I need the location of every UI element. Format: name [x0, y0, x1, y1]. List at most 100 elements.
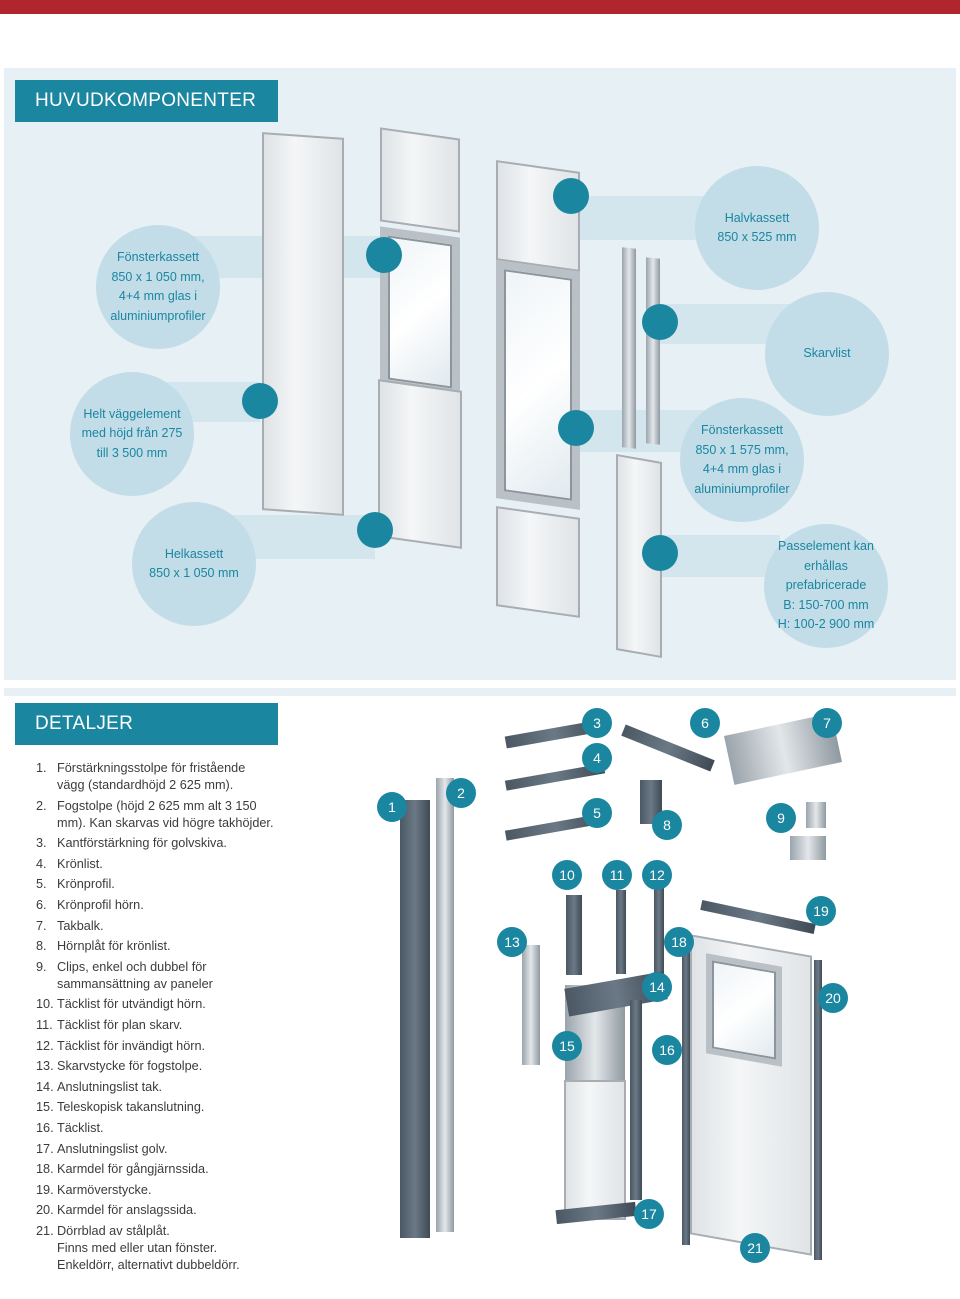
details-list: 1. Förstärkningsstolpe för fristående väg… [36, 760, 326, 1277]
callout-11: 11 [602, 860, 632, 890]
detail-item: 15.Teleskopisk takanslutning. [36, 1099, 326, 1116]
detail-text: Karmdel för gångjärnssida. [57, 1162, 209, 1177]
detail-number: 4. [36, 856, 47, 871]
door-window-image [706, 953, 782, 1067]
callout-8: 8 [652, 810, 682, 840]
full-wall-element-image [262, 132, 344, 516]
main-components-heading: HUVUDKOMPONENTER [15, 80, 278, 122]
detail-text: Förstärkningsstolpe för fristående vägg … [57, 761, 246, 792]
detail-text: Dörrblad av stålplåt. Finns med eller ut… [57, 1223, 240, 1272]
detail-number: 10. [36, 997, 54, 1012]
joint-strip-image [622, 247, 636, 449]
detail-item: 11.Täcklist för plan skarv. [36, 1017, 326, 1034]
reinforcement-post-image [400, 800, 430, 1238]
detail-text: Anslutningslist tak. [57, 1079, 163, 1094]
detail-text: Karmöverstycke. [57, 1182, 152, 1197]
detail-number: 1. [36, 761, 47, 775]
detail-text: Krönprofil. [57, 877, 115, 892]
bubble-half: Halvkassett 850 x 525 mm [695, 166, 819, 290]
detail-number: 19. [36, 1182, 54, 1197]
detail-item: 17.Anslutningslist golv. [36, 1141, 326, 1158]
clip-image [806, 802, 826, 828]
double-clip-image [790, 836, 826, 860]
detail-number: 15. [36, 1100, 54, 1115]
bubble-window-large: Fönsterkassett 850 x 1 575 mm, 4+4 mm gl… [680, 398, 804, 522]
beam [660, 535, 780, 577]
detail-item: 19.Karmöverstycke. [36, 1182, 326, 1199]
detail-number: 16. [36, 1120, 54, 1135]
detail-text: Teleskopisk takanslutning. [57, 1100, 205, 1115]
detail-text: Skarvstycke för fogstolpe. [57, 1059, 203, 1074]
detail-item: 13.Skarvstycke för fogstolpe. [36, 1058, 326, 1075]
outer-corner-cover-image [566, 895, 582, 975]
detail-number: 9. [36, 959, 47, 974]
detail-item: 16.Täcklist. [36, 1120, 326, 1137]
callout-16: 16 [652, 1035, 682, 1065]
callout-5: 5 [582, 798, 612, 828]
detail-item: 3. Kantförstärkning för golvskiva. [36, 835, 326, 852]
bubble-full-cassette: Helkassett 850 x 1 050 mm [132, 502, 256, 626]
detail-text: Täcklist för invändigt hörn. [57, 1038, 206, 1053]
detail-number: 18. [36, 1162, 54, 1177]
joint-strip-image-2 [646, 257, 660, 445]
detail-item: 1. Förstärkningsstolpe för fristående väg… [36, 760, 326, 794]
callout-19: 19 [806, 896, 836, 926]
detail-item: 2.Fogstolpe (höjd 2 625 mm alt 3 150 mm)… [36, 798, 326, 832]
detail-text: Takbalk. [57, 918, 104, 933]
detail-text: Krönlist. [57, 856, 103, 871]
joint-element-image [564, 1080, 626, 1220]
callout-2: 2 [446, 778, 476, 808]
detail-number: 8. [36, 939, 47, 954]
detail-number: 2. [36, 798, 47, 813]
detail-number: 5. [36, 877, 47, 892]
detail-item: 10.Täcklist för utvändigt hörn. [36, 996, 326, 1013]
bubble-joint-strip: Skarvlist [765, 292, 889, 416]
detail-number: 17. [36, 1141, 54, 1156]
detail-text: Kantförstärkning för golvskiva. [57, 836, 227, 851]
marker-dot [242, 383, 278, 419]
callout-13: 13 [497, 927, 527, 957]
detail-item: 4. Krönlist. [36, 856, 326, 873]
detail-text: Täcklist för utvändigt hörn. [57, 997, 206, 1012]
callout-1: 1 [377, 792, 407, 822]
detail-number: 6. [36, 897, 47, 912]
flat-cover-image [616, 890, 626, 974]
bubble-fit-element: Passelement kan erhållas prefabricerade … [764, 524, 888, 648]
callout-3: 3 [582, 708, 612, 738]
marker-dot [357, 512, 393, 548]
detail-number: 7. [36, 918, 47, 933]
detail-text: Täcklist för plan skarv. [57, 1017, 183, 1032]
half-cassette-image [380, 127, 460, 233]
detail-text: Krönprofil hörn. [57, 897, 144, 912]
marker-dot [553, 178, 589, 214]
detail-text: Hörnplåt för krönlist. [57, 939, 171, 954]
callout-20: 20 [818, 983, 848, 1013]
callout-15: 15 [552, 1031, 582, 1061]
detail-number: 13. [36, 1059, 54, 1074]
detail-item: 20.Karmdel för anslagssida. [36, 1202, 326, 1219]
bubble-full-wall: Helt väggelement med höjd från 275 till … [70, 372, 194, 496]
inner-corner-cover-image [654, 888, 664, 978]
callout-14: 14 [642, 972, 672, 1002]
detail-number: 14. [36, 1079, 54, 1094]
callout-10: 10 [552, 860, 582, 890]
detail-item: 12.Täcklist för invändigt hörn. [36, 1038, 326, 1055]
bubble-window-small: Fönsterkassett 850 x 1 050 mm, 4+4 mm gl… [96, 225, 220, 349]
half-cassette-image-2 [496, 160, 580, 272]
joint-post-image [436, 778, 454, 1232]
detail-item: 7. Takbalk. [36, 918, 326, 935]
detail-number: 3. [36, 836, 47, 851]
callout-9: 9 [766, 803, 796, 833]
detail-text: Clips, enkel och dubbel för sammansättni… [57, 959, 213, 991]
callout-12: 12 [642, 860, 672, 890]
detail-text: Anslutningslist golv. [57, 1141, 168, 1156]
details-heading: DETALJER [15, 703, 278, 745]
detail-text: Karmdel för anslagssida. [57, 1203, 197, 1218]
detail-item: 8. Hörnplåt för krönlist. [36, 938, 326, 955]
callout-21: 21 [740, 1233, 770, 1263]
details-panel-strip [4, 688, 956, 696]
joint-piece-image [522, 945, 540, 1065]
frame-top-image [700, 900, 816, 934]
detail-item: 9. Clips, enkel och dubbel för sammansätt… [36, 959, 326, 993]
callout-4: 4 [582, 743, 612, 773]
